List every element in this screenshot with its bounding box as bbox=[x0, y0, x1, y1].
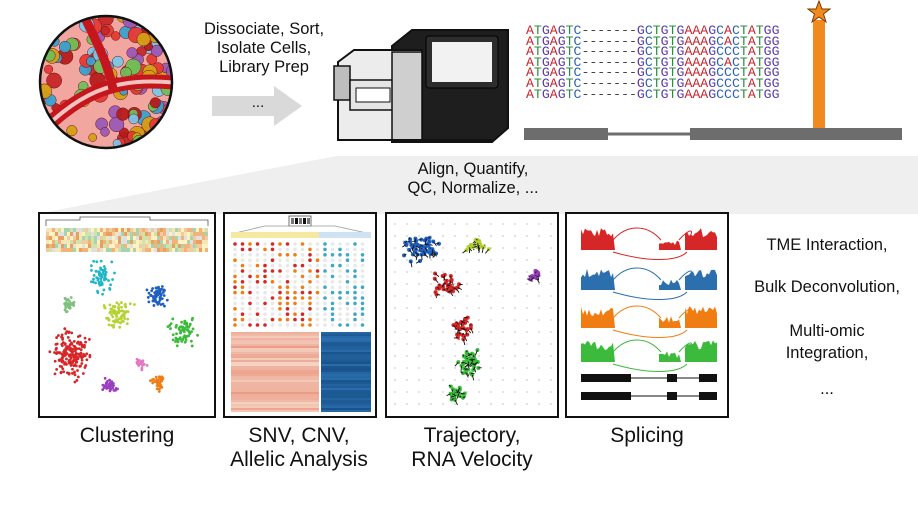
clustering-panel bbox=[38, 212, 216, 418]
other-analysis-multiomic: Multi-omic Integration, bbox=[785, 322, 869, 363]
snv-cnv-plot bbox=[230, 215, 372, 412]
analysis-label-clustering: Clustering bbox=[79, 424, 175, 447]
tissue-illustration bbox=[38, 14, 174, 150]
other-analysis-tme: TME Interaction, bbox=[766, 236, 888, 254]
alignment-row: ATGAGTC-------GCTGTGAAAGCCCTATGG bbox=[526, 75, 780, 91]
alignment-row: ATGAGTC-------GCTGTGAAAGCCCTATGG bbox=[526, 65, 780, 81]
other-analysis-deconvolution: Bulk Deconvolution, bbox=[754, 278, 900, 296]
other-analysis-ellipsis: ... bbox=[820, 380, 834, 398]
splicing-plot bbox=[581, 227, 717, 400]
trajectory-panel bbox=[385, 212, 559, 418]
alignment-row: ATGAGTC-------GCTGTGAAAGCCCTATGG bbox=[526, 86, 780, 102]
highlight-column bbox=[813, 20, 825, 128]
sequencer-icon bbox=[333, 29, 509, 143]
snv-cnv-panel bbox=[223, 212, 377, 418]
process-arrow bbox=[212, 86, 302, 126]
star-icon bbox=[807, 0, 831, 24]
alignment-row: ATGAGTC-------GCTGTGAAAGCACTATGG bbox=[526, 23, 780, 38]
step1-ellipsis: ... bbox=[251, 94, 265, 111]
alignment-row: ATGAGTC-------GCTGTGAAAGCACTATGG bbox=[526, 33, 780, 49]
step2-label: Align, Quantify, QC, Normalize, ... bbox=[407, 160, 539, 197]
trajectory-plot bbox=[394, 223, 552, 406]
clustering-plot bbox=[45, 216, 209, 393]
step1-label: Dissociate, Sort, Isolate Cells, Library… bbox=[203, 20, 325, 76]
splicing-panel bbox=[565, 212, 729, 418]
alignment-row: ATGAGTC-------GCTGTGAAAGCCCTATGG bbox=[526, 44, 780, 60]
analysis-label-snv-cnv: SNV, CNV, Allelic Analysis bbox=[230, 424, 368, 472]
analysis-label-splicing: Splicing bbox=[610, 424, 684, 447]
gene-model bbox=[524, 128, 902, 140]
alignment-row: ATGAGTC-------GCTGTGAAAGCACTATGG bbox=[526, 54, 780, 70]
projection-wedge bbox=[36, 156, 918, 214]
analysis-label-trajectory: Trajectory, RNA Velocity bbox=[411, 424, 533, 472]
